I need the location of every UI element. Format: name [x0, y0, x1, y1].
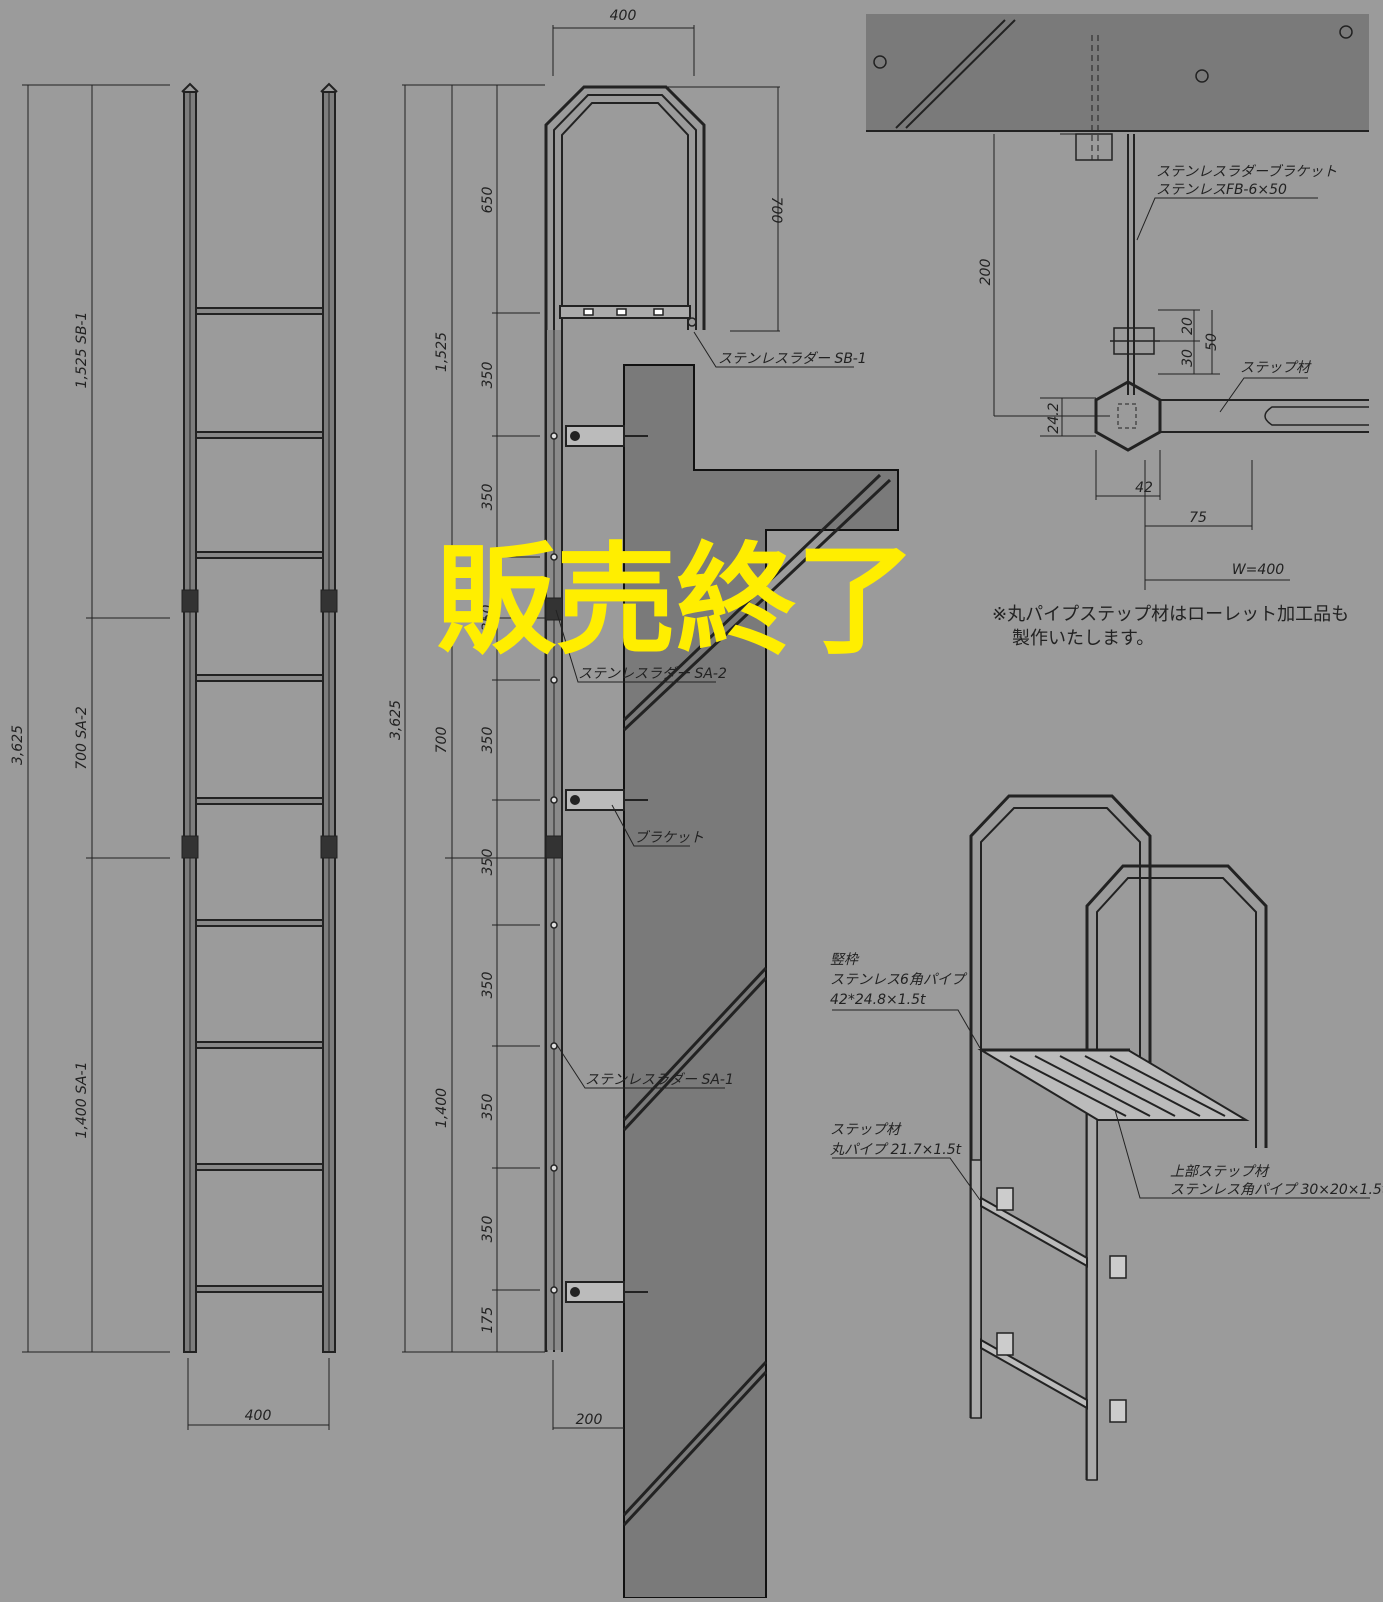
- side-spacing: 350: [480, 1094, 496, 1121]
- side-view: [402, 25, 854, 1430]
- label-sb1: ステンレスラダー SB-1: [718, 351, 867, 367]
- wall-section: [622, 364, 899, 1599]
- detail-bracket-line2: ステンレスFB-6×50: [1156, 182, 1287, 198]
- detail-bracket-line1: ステンレスラダーブラケット: [1156, 164, 1337, 180]
- side-spacing-175: 175: [480, 1307, 496, 1334]
- side-dim-hoop-700: 700: [768, 197, 784, 224]
- perspective-step-label1: ステップ材: [830, 1122, 902, 1138]
- detail-dim-w: W=400: [1232, 562, 1284, 578]
- detail-dim-50: 50: [1204, 333, 1220, 351]
- detail-dim-200: 200: [978, 259, 994, 286]
- perspective-step-label2: 丸パイプ 21.7×1.5t: [830, 1142, 962, 1158]
- label-sa2: ステンレスラダー SA-2: [578, 666, 727, 682]
- front-dim-sb1: 1,525 SB-1: [74, 312, 90, 389]
- side-dim-top-width: 400: [610, 8, 637, 24]
- side-spacing: 350: [480, 605, 496, 632]
- bracket-detail: [866, 14, 1369, 590]
- detail-dim-30: 30: [1180, 349, 1196, 367]
- discontinued-stamp: 販売終了: [436, 532, 916, 671]
- side-dim-total: 3,625: [388, 700, 404, 740]
- side-spacing: 350: [480, 849, 496, 876]
- front-dim-width: 400: [245, 1408, 272, 1424]
- detail-dim-24-2: 24.2: [1046, 402, 1062, 433]
- front-dim-sa2: 700 SA-2: [74, 706, 90, 770]
- front-dim-sa1: 1,400 SA-1: [74, 1062, 90, 1139]
- label-sa1: ステンレスラダー SA-1: [585, 1072, 734, 1088]
- side-spacing: 350: [480, 362, 496, 389]
- detail-step-label: ステップ材: [1240, 360, 1312, 376]
- perspective-frame-label3: 42*24.8×1.5t: [830, 992, 926, 1008]
- side-dim-200: 200: [576, 1412, 603, 1428]
- side-spacing: 350: [480, 1216, 496, 1243]
- anchor-marks: [873, 25, 1353, 83]
- front-rungs: [195, 307, 324, 1293]
- front-dim-total: 3,625: [10, 725, 26, 765]
- side-brackets: [565, 425, 648, 1303]
- side-spacing-650: 650: [480, 187, 496, 214]
- side-spacing: 350: [480, 727, 496, 754]
- side-spacing: 350: [480, 972, 496, 999]
- side-dim-1525: 1,525: [434, 332, 450, 372]
- side-dim-1400: 1,400: [434, 1088, 450, 1128]
- perspective-frame-label1: 竪枠: [830, 952, 860, 968]
- note-line1: ※丸パイプステップ材はローレット加工品も: [992, 604, 1349, 625]
- perspective-frame-label2: ステンレス6角パイプ: [830, 972, 968, 988]
- perspective-top-label1: 上部ステップ材: [1170, 1164, 1270, 1180]
- detail-dim-75: 75: [1189, 510, 1207, 526]
- front-view: [22, 82, 338, 1430]
- detail-dim-20: 20: [1180, 317, 1196, 335]
- perspective-top-label2: ステンレス角パイプ 30×20×1.5t: [1170, 1182, 1383, 1198]
- side-spacing: 350: [480, 484, 496, 511]
- perspective-view: [832, 794, 1370, 1481]
- side-dim-700: 700: [434, 727, 450, 754]
- detail-dim-42: 42: [1135, 480, 1153, 496]
- note-line2: 製作いたします。: [1012, 628, 1154, 649]
- label-bracket: ブラケット: [634, 830, 704, 846]
